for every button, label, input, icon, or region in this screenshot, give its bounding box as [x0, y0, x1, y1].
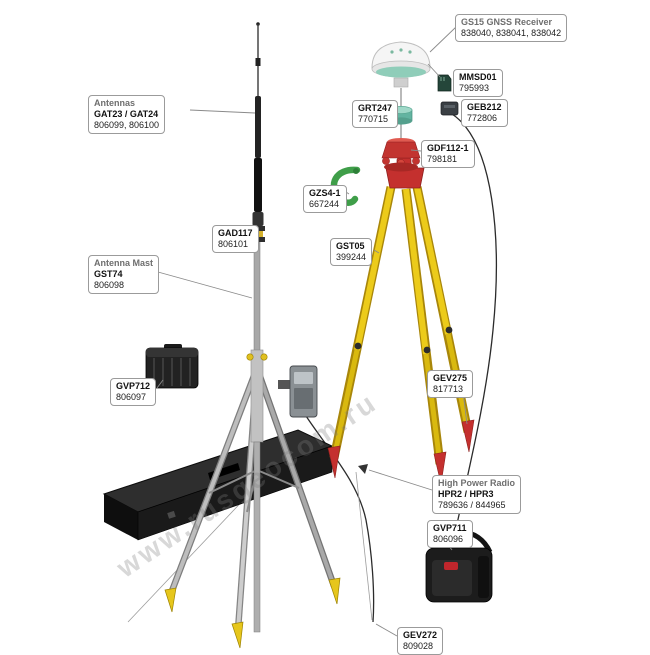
gvp712-number: 806097: [116, 392, 147, 402]
label-grt247: GRT247 770715: [352, 100, 399, 128]
hpr-number: 789636 / 844965: [438, 500, 506, 510]
hpr-code: HPR2 / HPR3: [438, 489, 494, 499]
label-gev272: GEV272 809028: [397, 627, 444, 655]
label-gvp712: GVP712 806097: [110, 378, 157, 406]
gev272-code: GEV272: [403, 630, 438, 640]
gev272-number: 809028: [403, 641, 434, 651]
mmsd01-code: MMSD01: [459, 72, 497, 82]
antenna-mast-illustration: [164, 239, 341, 649]
leica-logo: [444, 562, 458, 570]
gzs4-code: GZS4-1: [309, 188, 341, 198]
grt247-number: 770715: [358, 114, 389, 124]
gst05-code: GST05: [336, 241, 365, 251]
gvp711-number: 806096: [433, 534, 464, 544]
wooden-tripod-illustration: [327, 157, 475, 485]
gst05-number: 399244: [336, 252, 367, 262]
hpr-title: High Power Radio: [438, 478, 516, 488]
label-gst05: GST05 399244: [330, 238, 373, 266]
label-antenna-mast: Antenna Mast GST74 806098: [88, 255, 160, 294]
leader-lines: [156, 26, 468, 637]
cable-junction-arrow: [358, 464, 368, 474]
gzs4-number: 667244: [309, 199, 340, 209]
gev275-number: 817713: [433, 384, 464, 394]
grt247-code: GRT247: [358, 103, 393, 113]
gdf112-number: 798181: [427, 154, 458, 164]
gvp711-code: GVP711: [433, 523, 467, 533]
mast-number: 806098: [94, 280, 125, 290]
label-hpr: High Power Radio HPR2 / HPR3 789636 / 84…: [432, 475, 522, 514]
whip-antenna-illustration: [252, 22, 264, 226]
label-gad117: GAD117 806101: [212, 225, 259, 253]
label-gvp711: GVP711 806096: [427, 520, 473, 548]
antennas-number: 806099, 806100: [94, 120, 160, 130]
label-gdf112: GDF112-1 798181: [421, 140, 475, 168]
gdf112-code: GDF112-1: [427, 143, 469, 153]
geb212-code: GEB212: [467, 102, 502, 112]
antennas-code: GAT23 / GAT24: [94, 109, 159, 119]
mast-code: GST74: [94, 269, 123, 279]
hpr-radio-illustration: [278, 365, 318, 418]
mast-title: Antenna Mast: [94, 258, 154, 268]
sd-card-icon: [437, 74, 452, 92]
gev275-code: GEV275: [433, 373, 468, 383]
antennas-title: Antennas: [94, 98, 136, 108]
gad117-number: 806101: [218, 239, 249, 249]
geb212-number: 772806: [467, 113, 498, 123]
label-mmsd01: MMSD01 795993: [453, 69, 503, 97]
label-antennas: Antennas GAT23 / GAT24 806099, 806100: [88, 95, 166, 134]
gs15-title: GS15 GNSS Receiver: [461, 17, 553, 27]
label-gev275: GEV275 817713: [427, 370, 474, 398]
mmsd01-number: 795993: [459, 83, 490, 93]
label-geb212: GEB212 772806: [461, 99, 508, 127]
label-gs15-receiver: GS15 GNSS Receiver 838040, 838041, 83804…: [455, 14, 568, 42]
gs15-numbers: 838040, 838041, 838042: [461, 28, 562, 38]
gad117-code: GAD117: [218, 228, 253, 238]
gdf112-tribrach-illustration: [381, 138, 421, 172]
gvp712-code: GVP712: [116, 381, 151, 391]
guide-line-2: [355, 471, 373, 621]
battery-icon: [440, 101, 459, 116]
label-gzs4: GZS4-1 667244: [303, 185, 347, 213]
gs15-dome-illustration: [371, 41, 431, 88]
